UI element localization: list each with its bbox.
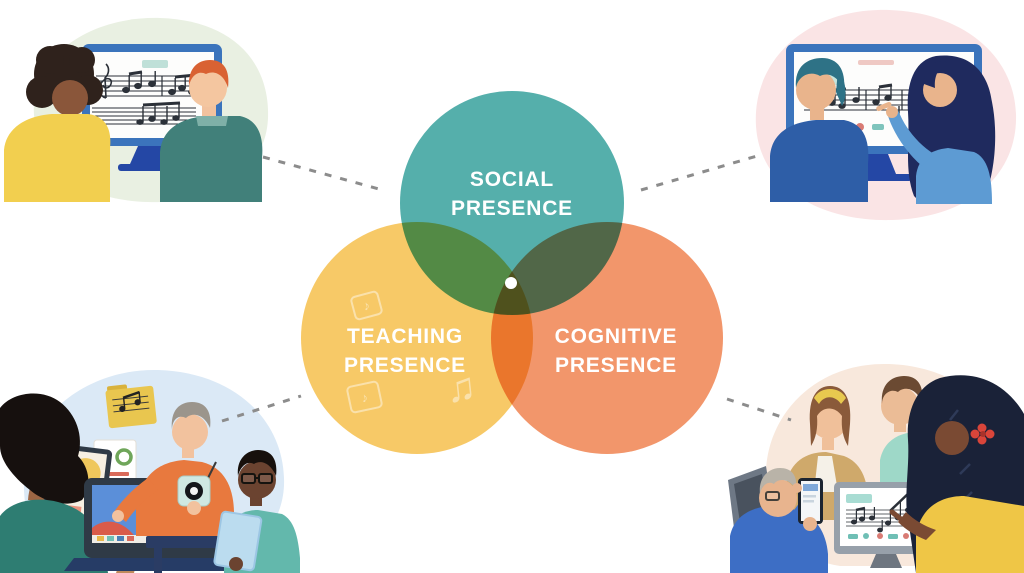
camera xyxy=(177,461,217,515)
venn-diagram xyxy=(301,91,723,454)
screen-toolbar xyxy=(142,60,168,68)
pointing-finger xyxy=(876,101,892,112)
monitor-stand xyxy=(870,554,902,568)
person-braided-hair-yellow-top xyxy=(889,375,1024,573)
light-blue-top xyxy=(916,148,992,204)
hair xyxy=(0,393,89,504)
scene-bottom-right-group-around-monitor-illustration xyxy=(728,363,1024,573)
hand xyxy=(886,106,898,118)
hair xyxy=(795,58,845,90)
connector-bottom-right xyxy=(726,397,792,422)
glasses-icon xyxy=(241,473,273,484)
faint-title-text xyxy=(858,60,894,65)
mini-staff xyxy=(112,395,150,413)
connector-bottom-left xyxy=(221,394,302,423)
gray-hair xyxy=(759,468,797,494)
neck xyxy=(810,108,824,120)
scene-top-right-pair-pointing-at-monitor-illustration xyxy=(755,9,1017,221)
venn-circle-cognitive xyxy=(491,222,723,454)
hand xyxy=(803,517,817,531)
glasses-icon xyxy=(765,491,780,501)
person-curly-hair-yellow-shirt xyxy=(4,44,111,202)
hair xyxy=(188,60,229,88)
connector-top-left xyxy=(262,155,387,193)
hand xyxy=(792,483,802,493)
gray-hair xyxy=(171,402,211,430)
yellow-headband xyxy=(814,389,846,404)
navy-sweater xyxy=(770,120,869,202)
left-arm xyxy=(114,478,158,522)
hair xyxy=(237,450,277,476)
music-folder xyxy=(105,384,157,429)
hair xyxy=(881,376,923,404)
face xyxy=(238,461,276,499)
pointing-arm xyxy=(888,110,934,166)
pointing-arm xyxy=(898,512,936,540)
hair-front xyxy=(924,60,948,88)
face xyxy=(52,80,88,116)
smartphone xyxy=(798,478,823,524)
face xyxy=(935,421,969,455)
face xyxy=(881,387,919,425)
pointing-finger xyxy=(889,509,905,523)
face xyxy=(796,70,836,110)
person-orange-hair-teal-sweater xyxy=(160,60,263,202)
hair-back xyxy=(836,70,846,106)
label-social-presence: SOCIAL PRESENCE xyxy=(451,168,573,220)
neck xyxy=(822,438,834,450)
person-glasses-teal-shirt xyxy=(213,450,300,573)
hand xyxy=(187,501,201,515)
red-flower-icon xyxy=(970,423,995,445)
label-teaching-presence: TEACHING PRESENCE xyxy=(344,325,466,377)
scene-top-left-learners-at-monitor-illustration xyxy=(4,17,269,203)
yellow-shirt xyxy=(4,114,111,202)
teal-shirt xyxy=(0,499,108,573)
person-gray-hair-orange-shirt xyxy=(112,402,234,536)
person-long-dark-hair-pointing xyxy=(876,55,996,204)
collar xyxy=(196,116,228,126)
teal-sweater xyxy=(160,116,263,202)
person-teal-hair-navy-sweater xyxy=(770,58,869,202)
beamed-music-note-icon: ♫ xyxy=(443,364,479,412)
face xyxy=(172,414,208,450)
hand xyxy=(112,510,124,522)
venn-center-dot xyxy=(505,277,517,289)
person-gray-hair-blue-hoodie-with-phone xyxy=(730,468,828,573)
screen-button xyxy=(846,494,872,503)
yellow-top xyxy=(916,496,1024,573)
mini-notes xyxy=(119,390,141,413)
neck xyxy=(894,422,906,432)
scene-bottom-left-group-with-devices-illustration: L xyxy=(0,369,300,573)
label-cognitive-presence: COGNITIVE PRESENCE xyxy=(554,325,678,377)
connector-top-right xyxy=(640,154,758,192)
face xyxy=(189,69,227,107)
hand xyxy=(229,557,243,571)
neck xyxy=(202,104,216,116)
green-badge-icon xyxy=(115,448,133,466)
venn-circle-teaching xyxy=(301,222,533,454)
